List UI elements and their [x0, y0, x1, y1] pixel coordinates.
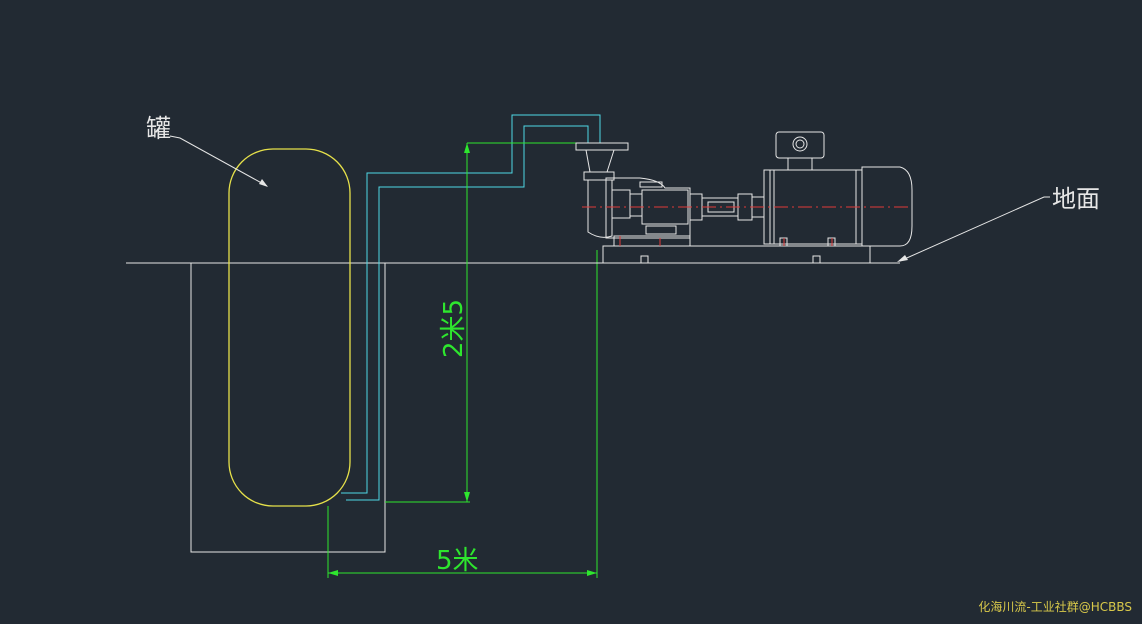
horizontal-dimension [327, 250, 598, 578]
ground-leader-arrow [897, 255, 908, 262]
tank-label: 罐 [146, 114, 171, 143]
horizontal-dimension-label: 5米 [436, 546, 479, 576]
tank-leader [169, 135, 268, 187]
pump-assembly [575, 131, 913, 264]
ground-leader [899, 196, 1050, 262]
vertical-dimension-label: 2米5 [439, 299, 469, 358]
suction-pipe-inner [346, 125, 589, 501]
tank-vessel [228, 148, 351, 507]
watermark-text: 化海川流-工业社群@HCBBS [978, 600, 1132, 614]
tank-leader-arrow [259, 179, 268, 187]
tank-pit [190, 263, 386, 553]
ground-label: 地面 [1052, 185, 1100, 213]
suction-pipe-outer [341, 114, 601, 494]
vertical-dimension [385, 142, 590, 503]
